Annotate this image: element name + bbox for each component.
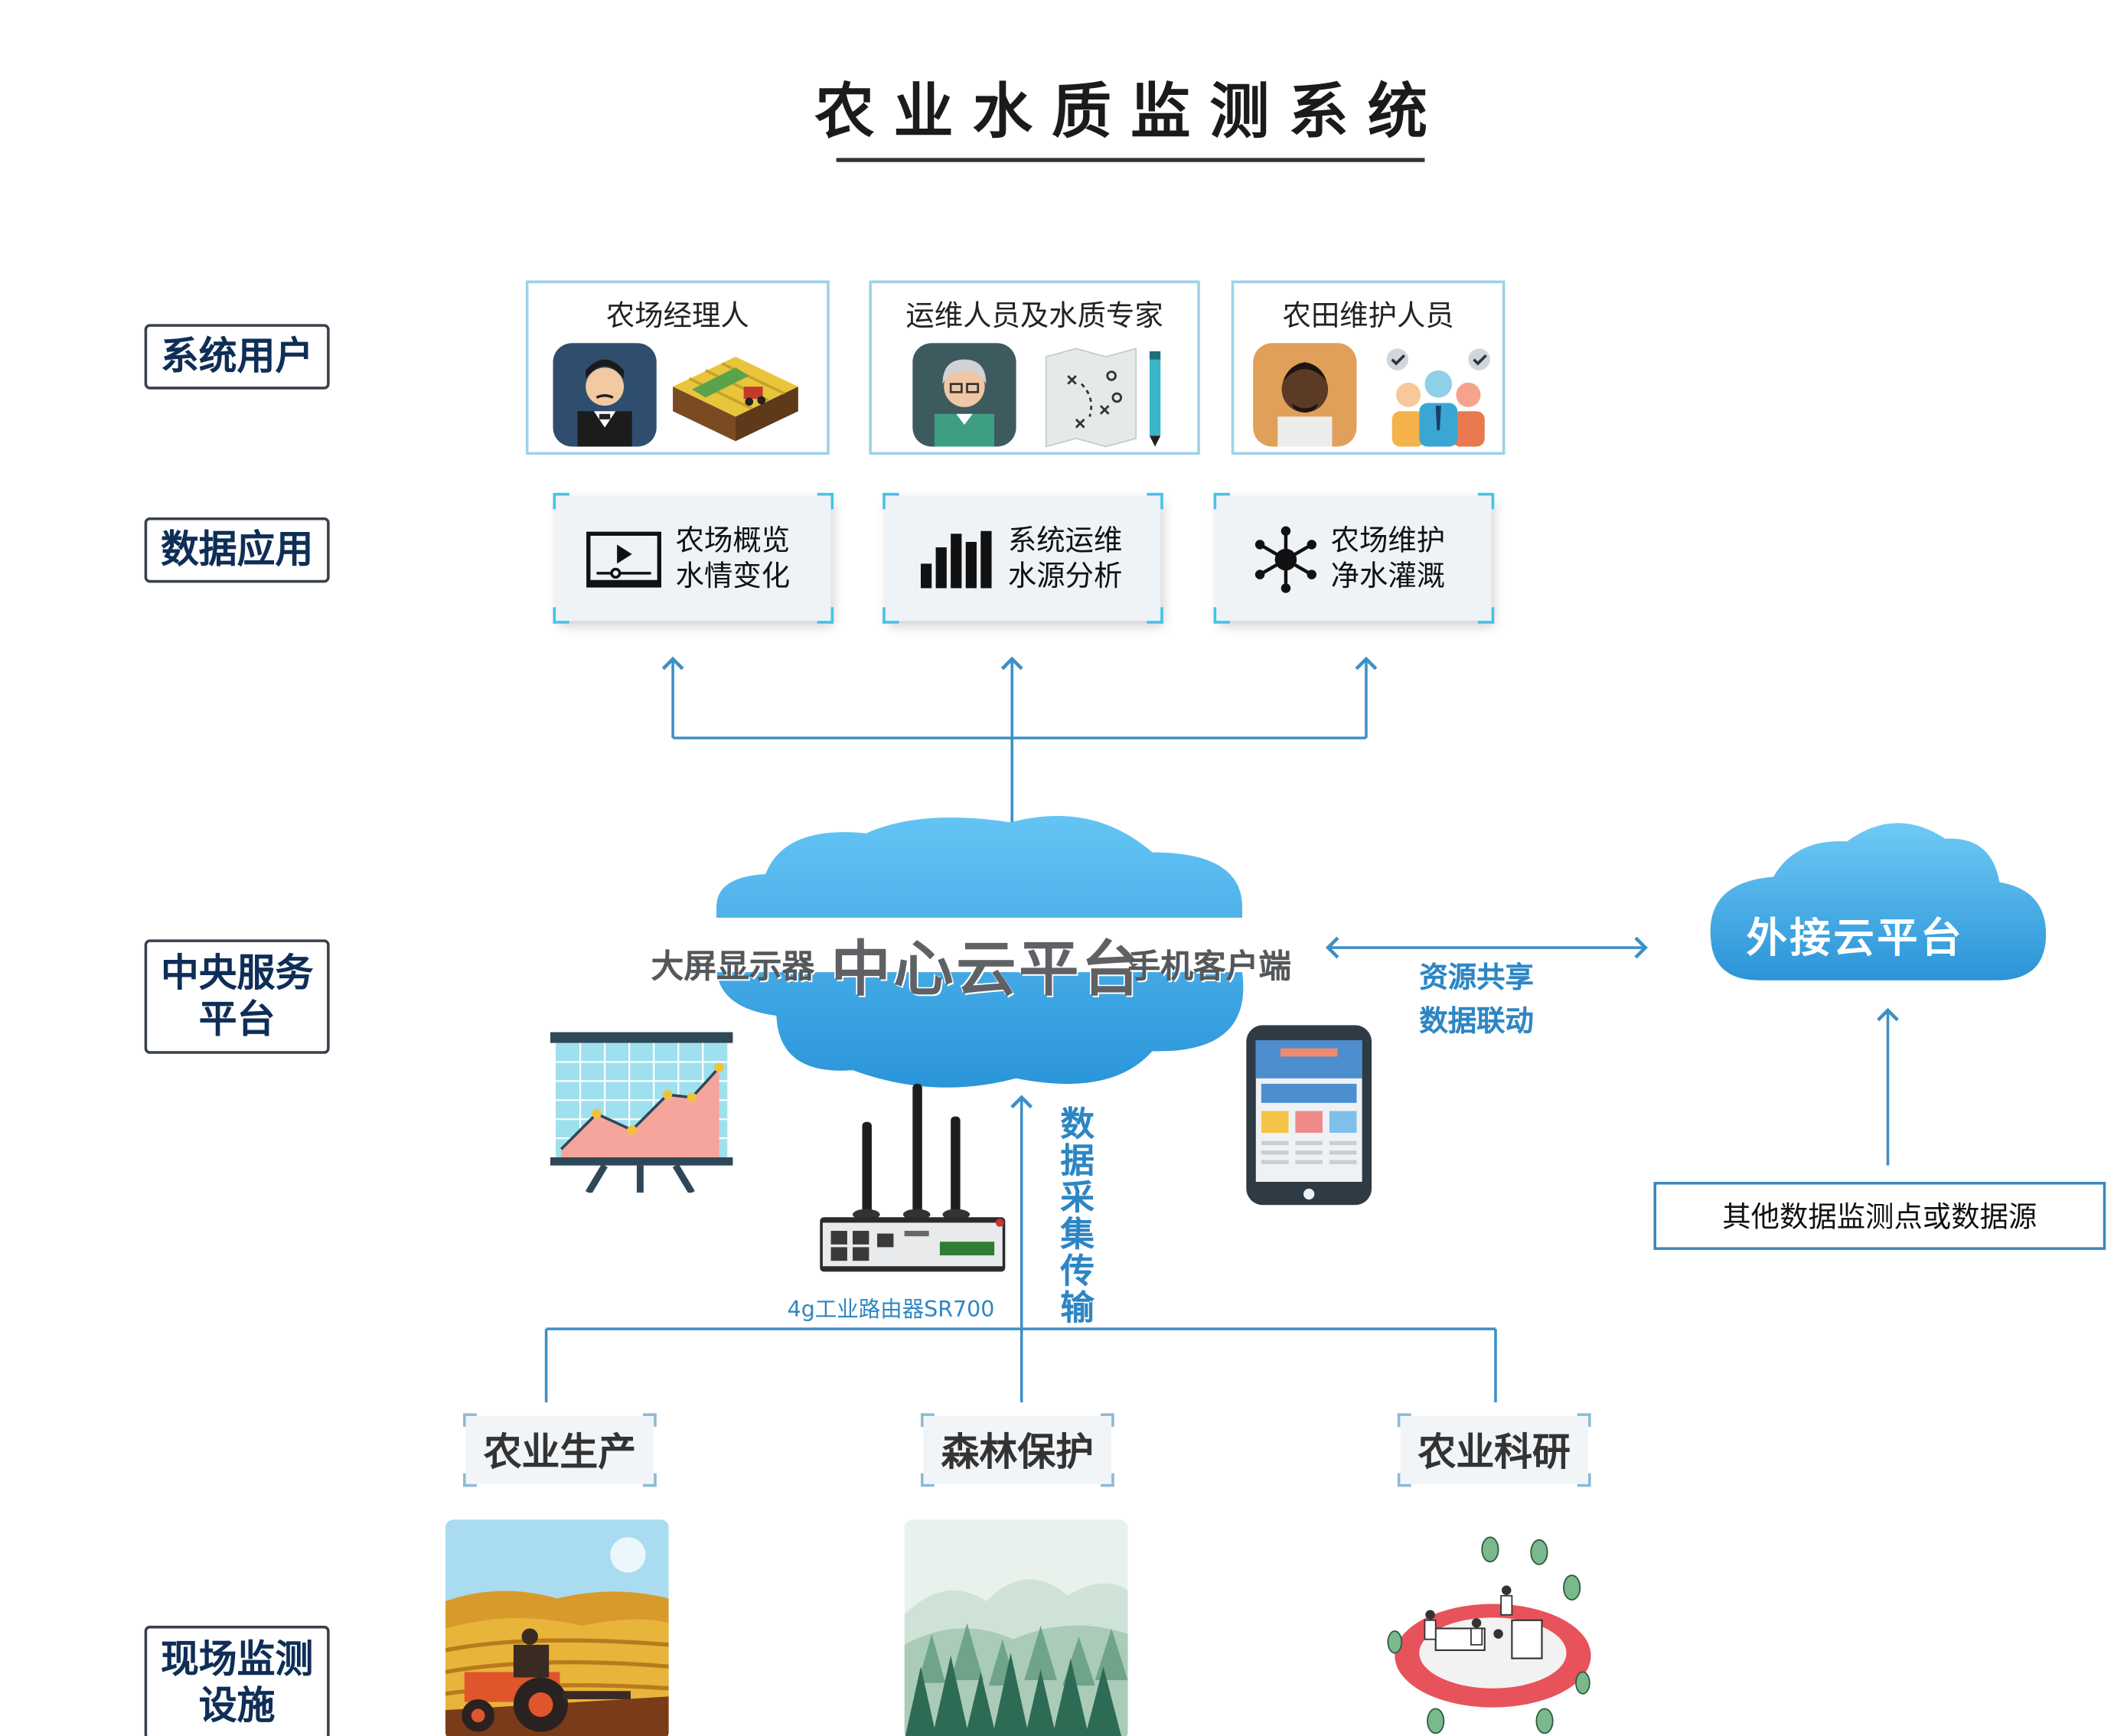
- user-label: 农田维护人员: [1282, 299, 1454, 333]
- external-cloud-title: 外接云平台: [1746, 915, 1965, 963]
- user-label: 农场经理人: [605, 299, 749, 333]
- side-label-users: 系统用户: [144, 324, 330, 390]
- user-card-farm-manager: 农场经理人: [525, 280, 830, 455]
- app-label: 系统运维 水源分析: [1007, 524, 1123, 592]
- category-label: 森林保护: [941, 1429, 1095, 1475]
- category-label: 农业科研: [1417, 1429, 1571, 1475]
- manager-avatar-icon: [553, 343, 657, 447]
- farmland-tractor-icon: [670, 351, 801, 452]
- side-label-field: 现场监测 设施: [144, 1625, 330, 1736]
- title-underline: [836, 158, 1425, 162]
- cloud-left-label: 大屏显示器: [651, 948, 815, 986]
- category-agri-production: 农业生产: [463, 1413, 657, 1487]
- side-label-central: 中央服务 平台: [144, 939, 330, 1054]
- sharing-line-2: 数据联动: [1419, 1004, 1534, 1038]
- big-screen-chart-icon: [550, 1032, 736, 1198]
- side-label-apps: 数据应用: [144, 517, 330, 583]
- app-card-farm-overview[interactable]: 农场概览 水情变化: [553, 492, 834, 624]
- video-player-icon: [586, 531, 662, 594]
- strategy-map-icon: [1041, 343, 1177, 455]
- central-cloud-title: 中心云平台: [830, 935, 1144, 1005]
- category-forest-protection: 森林保护: [921, 1413, 1114, 1487]
- router-icon: [814, 1081, 1010, 1285]
- page-title: 农业水质监测系统: [814, 77, 1447, 148]
- user-card-experts: 运维人员及水质专家: [869, 280, 1200, 455]
- sharing-line-1: 资源共享: [1419, 961, 1534, 994]
- network-hub-icon: [1251, 526, 1320, 599]
- cloud-right-label: 手机客户端: [1127, 948, 1292, 986]
- expert-avatar-icon: [912, 343, 1016, 447]
- sharing-label: 资源共享 数据联动: [1419, 956, 1533, 1043]
- team-approval-icon: [1375, 343, 1501, 457]
- user-label: 运维人员及水质专家: [905, 299, 1163, 333]
- worker-avatar-icon: [1253, 343, 1357, 447]
- tractor-field-image: [445, 1519, 669, 1736]
- app-label: 农场维护 净水灌溉: [1330, 524, 1446, 592]
- other-sources-box: 其他数据监测点或数据源: [1653, 1181, 2106, 1250]
- category-label: 农业生产: [483, 1429, 637, 1475]
- user-card-field-maintainers: 农田维护人员: [1231, 280, 1506, 457]
- bar-signal-icon: [921, 528, 994, 593]
- category-agri-research: 农业科研: [1397, 1413, 1591, 1487]
- research-lab-image: [1381, 1519, 1605, 1736]
- app-card-farm-maintenance[interactable]: 农场维护 净水灌溉: [1213, 492, 1495, 624]
- external-cloud-shape: [1705, 814, 2051, 989]
- router-label: 4g工业路由器SR700: [787, 1296, 995, 1323]
- mobile-client-icon: [1245, 1024, 1373, 1212]
- app-card-system-ops[interactable]: 系统运维 水源分析: [882, 492, 1163, 624]
- data-collection-label: 数据采集传输: [1060, 1104, 1095, 1328]
- forest-image: [904, 1519, 1128, 1736]
- app-label: 农场概览 水情变化: [675, 524, 791, 592]
- central-cloud-shape: [703, 811, 1254, 1098]
